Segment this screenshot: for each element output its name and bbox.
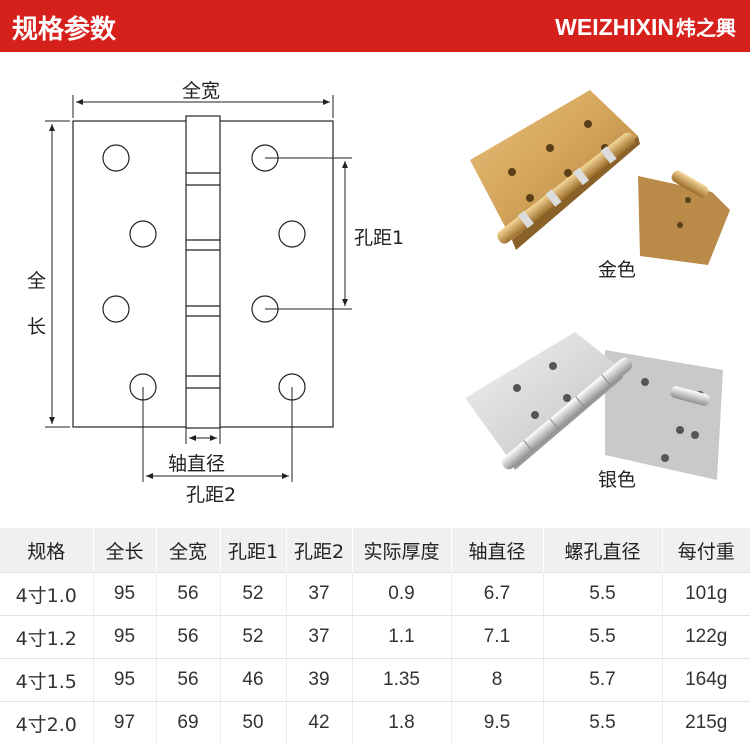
table-cell: 95 (92, 658, 156, 702)
table-cell: 215g (661, 701, 750, 744)
table-cell: 97 (92, 701, 156, 744)
table-cell: 95 (92, 572, 156, 616)
label-full-length-2: 长 (27, 316, 47, 338)
page-title: 规格参数 (12, 15, 117, 45)
gold-hinge-photo (470, 90, 730, 265)
brand-latin: WEIZHIXIN (555, 14, 674, 40)
table-cell: 37 (285, 572, 352, 616)
column-header: 螺孔直径 (542, 528, 662, 573)
table-cell: 7.1 (450, 615, 543, 659)
table-cell: 4寸2.0 (0, 701, 93, 744)
column-header: 孔距2 (285, 528, 352, 573)
column-header: 轴直径 (450, 528, 543, 573)
table-cell: 1.8 (351, 701, 451, 744)
column-header: 全长 (92, 528, 156, 573)
table-cell: 164g (661, 658, 750, 702)
table-cell: 5.7 (542, 658, 662, 702)
table-cell: 39 (285, 658, 352, 702)
table-cell: 95 (92, 615, 156, 659)
width-dimension (72, 95, 334, 118)
label-full-width: 全宽 (182, 80, 221, 102)
hole-distance-2-dimension (142, 387, 293, 482)
table-row: 4寸1.5 95 56 46 39 1.35 8 5.7 164g (0, 658, 750, 702)
table-header-row: 规格 全长 全宽 孔距1 孔距2 实际厚度 轴直径 螺孔直径 每付重 (0, 528, 750, 573)
table-cell: 46 (219, 658, 286, 702)
gold-caption: 金色 (598, 259, 637, 281)
table-cell: 4寸1.5 (0, 658, 93, 702)
shaft-diameter-dimension (185, 428, 221, 444)
hinge-knuckle (185, 115, 221, 429)
label-hole-distance-2: 孔距2 (186, 484, 237, 506)
table-cell: 4寸1.0 (0, 572, 93, 616)
silver-caption: 银色 (598, 469, 637, 491)
table-cell: 1.35 (351, 658, 451, 702)
label-shaft-diameter: 轴直径 (168, 453, 226, 475)
table-cell: 9.5 (450, 701, 543, 744)
table-cell: 56 (155, 615, 220, 659)
table-cell: 6.7 (450, 572, 543, 616)
silver-hinge-photo (465, 332, 723, 480)
table-cell: 122g (661, 615, 750, 659)
table-cell: 5.5 (542, 701, 662, 744)
length-dimension (45, 120, 70, 428)
brand-chinese: 炜之興 (676, 16, 736, 40)
table-cell: 1.1 (351, 615, 451, 659)
label-full-length-1: 全 (27, 270, 47, 292)
column-header: 规格 (0, 528, 93, 573)
table-cell: 101g (661, 572, 750, 616)
table-cell: 5.5 (542, 572, 662, 616)
table-cell: 56 (155, 572, 220, 616)
knuckle-segments (186, 172, 220, 389)
column-header: 每付重 (661, 528, 750, 573)
table-cell: 52 (219, 615, 286, 659)
table-cell: 37 (285, 615, 352, 659)
column-header: 全宽 (155, 528, 220, 573)
table-row: 4寸1.2 95 56 52 37 1.1 7.1 5.5 122g (0, 615, 750, 659)
table-cell: 4寸1.2 (0, 615, 93, 659)
table-row: 4寸2.0 97 69 50 42 1.8 9.5 5.5 215g (0, 701, 750, 744)
hinge-diagram (45, 95, 352, 482)
column-header: 孔距1 (219, 528, 286, 573)
table-cell: 5.5 (542, 615, 662, 659)
table-cell: 69 (155, 701, 220, 744)
table-cell: 50 (219, 701, 286, 744)
table-cell: 52 (219, 572, 286, 616)
column-header: 实际厚度 (351, 528, 451, 573)
table-cell: 56 (155, 658, 220, 702)
label-hole-distance-1: 孔距1 (354, 227, 405, 249)
table-row: 4寸1.0 95 56 52 37 0.9 6.7 5.5 101g (0, 572, 750, 616)
table-cell: 0.9 (351, 572, 451, 616)
table-cell: 42 (285, 701, 352, 744)
spec-table: 规格 全长 全宽 孔距1 孔距2 实际厚度 轴直径 螺孔直径 每付重 4寸1.0… (0, 528, 750, 744)
table-cell: 8 (450, 658, 543, 702)
hole-distance-1-dimension (265, 157, 352, 310)
